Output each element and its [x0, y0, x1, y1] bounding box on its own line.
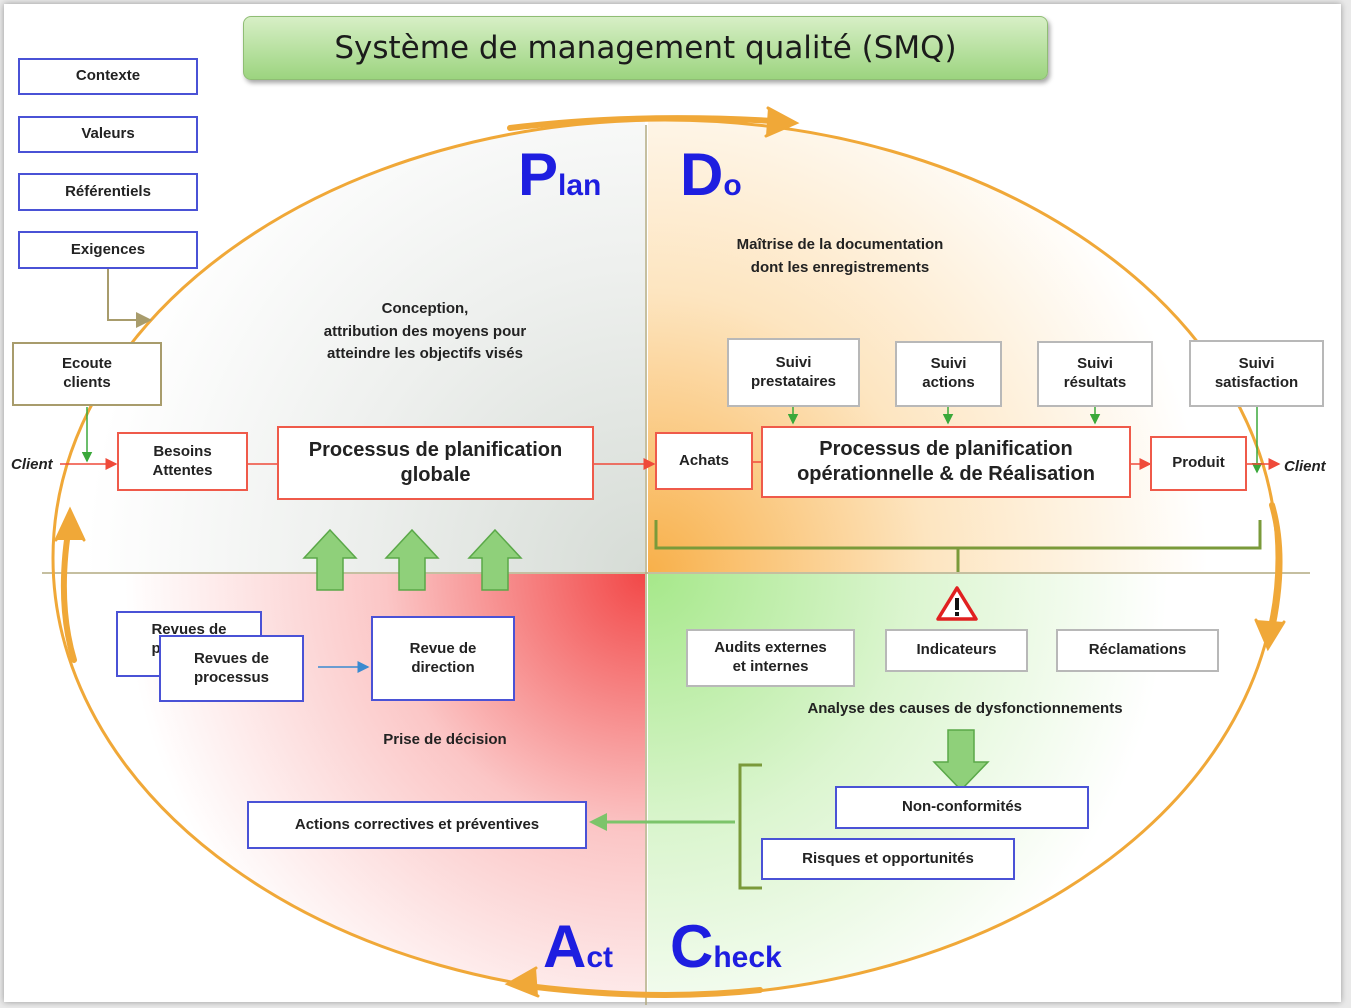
down-arrow [932, 729, 990, 792]
plan-rest: lan [558, 169, 602, 202]
client-input-label: Client [11, 456, 53, 473]
besoins-attentes-box: Besoins Attentes [117, 432, 248, 491]
plan-initial: P [518, 141, 559, 208]
cycle-arrow-bottom [504, 966, 763, 998]
check-rest: heck [713, 941, 782, 974]
do-rest: o [723, 169, 742, 202]
produit-box: Produit [1150, 436, 1247, 491]
up-arrow-1 [302, 528, 358, 591]
check-bracket [738, 763, 762, 890]
input-exigences: Exigences [18, 231, 198, 269]
act-rest: ct [586, 941, 614, 974]
pdca-act-label: Act [543, 912, 613, 981]
inputs-connector [107, 268, 152, 328]
pdca-do-label: Do [680, 140, 742, 209]
input-referentiels: Référentiels [18, 173, 198, 211]
suivi-satisfaction-box: Suivi satisfaction [1189, 340, 1324, 407]
cycle-arrow-left [54, 506, 86, 663]
prise-decision-text: Prise de décision [383, 731, 507, 748]
pdca-plan-label: Plan [518, 140, 601, 209]
page-title: Système de management qualité (SMQ) [243, 16, 1048, 80]
conception-text: Conception, attribution des moyens pour … [323, 300, 527, 362]
act-initial: A [543, 913, 587, 980]
revues-processus-box: Revues de processus [159, 635, 304, 702]
revue-direction-box: Revue de direction [371, 616, 515, 701]
risques-opportunites-box: Risques et opportunités [761, 838, 1015, 880]
do-initial: D [680, 141, 724, 208]
non-conformites-box: Non-conformités [835, 786, 1089, 829]
processus-planification-globale-box: Processus de planification globale [277, 426, 594, 500]
input-contexte: Contexte [18, 58, 198, 95]
up-arrow-3 [467, 528, 523, 591]
do-bracket [654, 520, 1262, 572]
analyse-causes-text: Analyse des causes de dysfonctionnements [807, 700, 1123, 717]
reclamations-box: Réclamations [1056, 629, 1219, 672]
cycle-arrow-right [1254, 502, 1286, 652]
audits-box: Audits externes et internes [686, 629, 855, 687]
indicateurs-box: Indicateurs [885, 629, 1028, 672]
processus-operationnel-box: Processus de planification opérationnell… [761, 426, 1131, 498]
warning-icon [936, 586, 978, 621]
suivi-resultats-box: Suivi résultats [1037, 341, 1153, 407]
up-arrow-2 [384, 528, 440, 591]
pdca-check-label: Check [670, 912, 782, 981]
ecoute-clients-box: Ecoute clients [12, 342, 162, 406]
suivi-prestataires-box: Suivi prestataires [727, 338, 860, 407]
quadrant-fills [53, 120, 1277, 996]
check-initial: C [670, 913, 714, 980]
suivi-actions-box: Suivi actions [895, 341, 1002, 407]
actions-correctives-box: Actions correctives et préventives [247, 801, 587, 849]
achats-box: Achats [655, 432, 753, 490]
input-valeurs: Valeurs [18, 116, 198, 153]
client-output-label: Client [1284, 458, 1326, 475]
cycle-arrow-top [507, 106, 800, 138]
maitrise-documentation-text: Maîtrise de la documentation dont les en… [736, 236, 944, 276]
